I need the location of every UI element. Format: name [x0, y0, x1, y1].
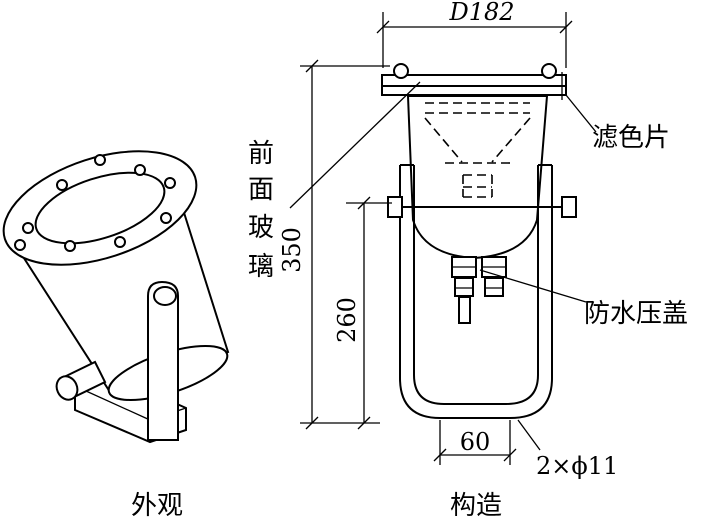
dim-total-height-label: 350: [278, 227, 306, 273]
filter-label: 滤色片: [592, 123, 670, 153]
structure-waterproof-cap: [451, 256, 507, 324]
front-glass-char-2: 面: [248, 175, 274, 205]
dim-bracket-height-label: 260: [333, 297, 361, 343]
exterior-view: [2, 150, 230, 444]
structure-housing: [406, 95, 549, 260]
front-glass-char-1: 前: [248, 139, 274, 169]
waterproof-cap-label: 防水压盖: [584, 299, 688, 329]
dim-total-height: [300, 59, 390, 430]
holes-label: 2×ϕ11: [536, 452, 618, 480]
dim-top-diameter-label: D182: [448, 0, 514, 26]
dim-top-diameter: [376, 12, 573, 68]
dim-hole-spacing: [433, 419, 541, 465]
exterior-bracket-arm: [147, 280, 179, 441]
front-glass-char-3: 玻: [248, 213, 274, 243]
dim-hole-spacing-label: 60: [460, 428, 491, 456]
structure-u-bracket: [387, 164, 577, 419]
dim-bracket-height: [346, 196, 392, 430]
structure-filter-cone: [424, 102, 531, 198]
exterior-front-glass: [34, 171, 166, 245]
leader-lines: [289, 81, 597, 303]
front-glass-char-4: 璃: [248, 252, 274, 282]
structure-view: [289, 12, 597, 465]
exterior-flange-bolts: [14, 154, 176, 252]
structure-flange: [381, 63, 567, 100]
exterior-caption: 外观: [131, 491, 183, 521]
structure-caption: 构造: [450, 491, 502, 521]
